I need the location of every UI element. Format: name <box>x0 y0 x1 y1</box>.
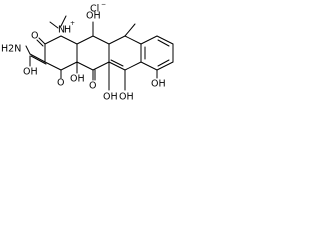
ringC-bond-1 <box>108 35 126 45</box>
ketone1-o: O <box>31 31 38 42</box>
ketone2-o: O <box>57 78 64 89</box>
ketone3-o: O <box>89 81 96 92</box>
ammonium-h-label: H <box>64 25 71 36</box>
amide-bond-1 <box>29 53 46 63</box>
ringC-bond-5 <box>108 61 126 71</box>
ringD-bond-1 <box>140 35 158 45</box>
chloride-label: Cl <box>90 4 99 15</box>
oh-bottom-2: OH <box>119 92 134 103</box>
ringD-bond-4 <box>156 61 174 71</box>
ringB-bond-4 <box>92 61 110 71</box>
ammonium-n-label: N <box>58 25 65 36</box>
ringB-bond-1 <box>76 35 94 45</box>
ringA-bond-1 <box>44 35 62 45</box>
amide-nh2: H2N <box>1 44 21 55</box>
ringC-bond-4 <box>124 61 142 71</box>
junction-oh: OH <box>70 74 85 85</box>
ringA-bond-3 <box>44 61 62 71</box>
ammonium-charge: + <box>70 20 75 27</box>
ringD-bond-5 <box>140 61 158 71</box>
oh-bottom-3: OH <box>151 79 166 90</box>
ringC-double <box>110 59 124 67</box>
amide-oh: OH <box>23 67 38 78</box>
amide-n-bond <box>25 45 31 55</box>
ringB-bond-2 <box>92 35 110 45</box>
structure-svg: Cl − N H + O H2N OH O OH <box>1 1 174 103</box>
ringB-bond-5 <box>76 61 94 71</box>
ketone1-bond-2 <box>36 39 44 47</box>
top-oh: OH <box>86 11 101 22</box>
ringD-bond-2 <box>156 35 174 45</box>
ringC-bond-2 <box>124 35 142 45</box>
ketone1-bond <box>38 37 46 45</box>
amide-bond-2 <box>30 55 47 65</box>
molecule-diagram: Cl − N H + O H2N OH O OH <box>0 0 192 115</box>
methyl-bond-2 <box>60 15 67 27</box>
methyl-bond-1 <box>49 21 59 29</box>
ringD-double-1 <box>157 39 170 47</box>
ringA-bond-6 <box>60 35 78 45</box>
ringA-bond-4 <box>60 61 78 71</box>
oh-bottom-1: OH <box>103 92 118 103</box>
methyl-bond-3 <box>124 23 136 37</box>
ringD-double-2 <box>157 59 170 67</box>
chloride-charge: − <box>101 1 106 8</box>
